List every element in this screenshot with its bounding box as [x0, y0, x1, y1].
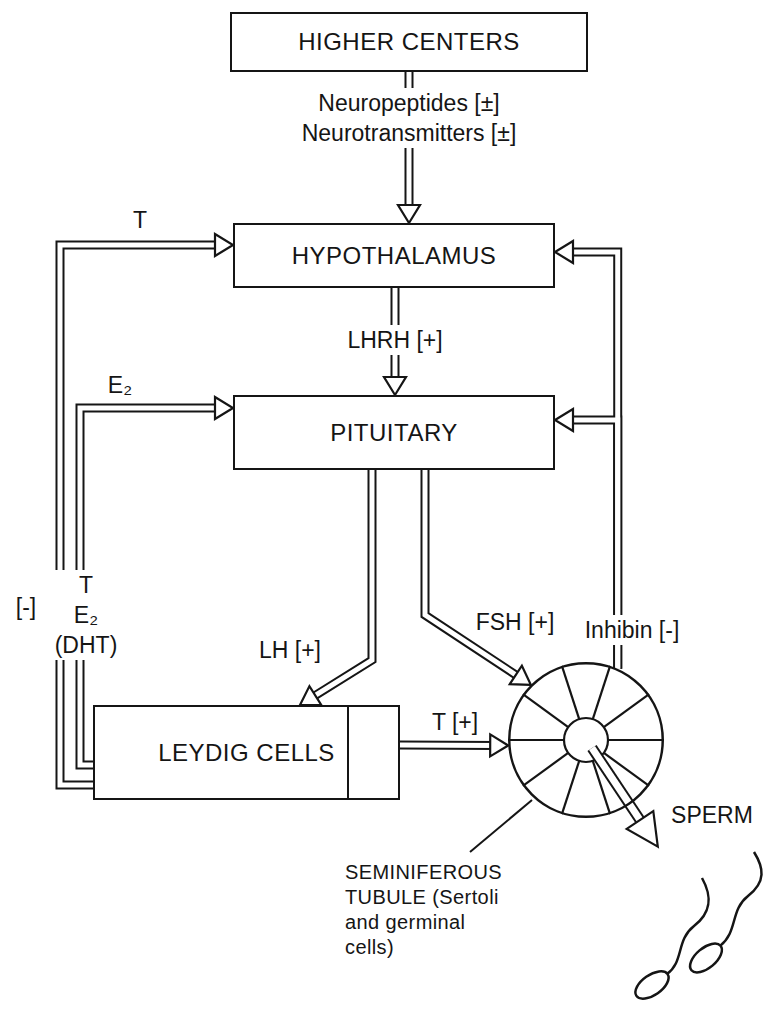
- connector-outlines: [60, 72, 618, 785]
- box-title: HIGHER CENTERS: [298, 28, 520, 56]
- signal-label: E₂: [104, 370, 136, 400]
- arrowhead: [384, 377, 406, 395]
- cell-divider: [347, 707, 350, 798]
- arrowheads: [215, 205, 573, 756]
- arrow-core: [308, 470, 372, 700]
- segment-line: [523, 694, 568, 727]
- product-label: SPERM: [667, 800, 757, 830]
- leader-line: [470, 800, 532, 852]
- hollow-arrow: [400, 741, 498, 750]
- hormone-label: Inhibin [-]: [581, 615, 684, 645]
- segment-line: [593, 666, 610, 719]
- hormone-label: (DHT): [50, 630, 122, 660]
- tubule-wall: [509, 663, 663, 817]
- hormone-label: E₂: [50, 600, 122, 630]
- brain-box: HIGHER CENTERS: [230, 12, 588, 72]
- tubule-segments: [508, 666, 664, 814]
- arrow-core: [565, 252, 618, 669]
- signal-label: T: [129, 205, 151, 235]
- sign-label: [-]: [12, 592, 40, 622]
- signal-label: FSH [+]: [472, 607, 559, 637]
- hollow-arrow: [308, 470, 372, 700]
- segment-line: [608, 739, 664, 741]
- segment-line: [562, 761, 579, 814]
- segment-line: [562, 666, 579, 719]
- sperm-head: [685, 938, 727, 978]
- segment-line: [604, 694, 649, 727]
- box-title: LEYDIG CELLS: [158, 739, 335, 767]
- arrow-core: [592, 748, 642, 823]
- tubule-circle: SEMINIFEROUS TUBULE (Sertoli and germina…: [508, 662, 664, 818]
- arrowhead: [510, 666, 531, 685]
- signal-label: LHRH [+]: [343, 325, 446, 355]
- segment-line: [523, 753, 568, 786]
- hollow-arrow: [425, 470, 522, 679]
- box-title: HYPOTHALAMUS: [292, 242, 497, 270]
- arrowhead: [555, 409, 573, 431]
- hollow-arrow: [60, 245, 223, 785]
- sperm-tail: [720, 852, 762, 946]
- arrowhead: [627, 811, 658, 847]
- hypothalamus-box: HYPOTHALAMUS: [233, 223, 555, 288]
- arrowhead: [215, 234, 233, 256]
- hormone-label: T: [50, 570, 122, 600]
- leydig-box: LEYDIG CELLS: [93, 705, 400, 800]
- tubule-outline: [508, 662, 664, 818]
- arrow-shaft: [592, 748, 642, 823]
- signal-label: LH [+]: [255, 635, 325, 665]
- arrow-core: [400, 743, 498, 748]
- arrowhead: [490, 734, 508, 756]
- structure-label: SEMINIFEROUS TUBULE (Sertoli and germina…: [345, 860, 513, 960]
- connector-cores: [60, 72, 618, 785]
- signal-label: T [+]: [428, 707, 482, 737]
- pituitary-box: PITUITARY: [233, 395, 555, 470]
- arrow-core: [425, 470, 522, 679]
- arrowhead: [300, 686, 321, 705]
- sperm-figure: [631, 852, 762, 1004]
- arrowhead: [398, 205, 420, 223]
- box-title: PITUITARY: [330, 419, 458, 447]
- hollow-arrow: [565, 252, 618, 669]
- sperm-head: [631, 966, 674, 1004]
- signal-label: Neuropeptides [±] Neurotransmitters [±]: [284, 88, 534, 148]
- sperm-release-arrow: [592, 748, 658, 847]
- segment-line: [508, 739, 564, 741]
- arrowhead: [215, 397, 233, 419]
- arrowhead: [555, 241, 573, 263]
- arrow-core: [60, 245, 223, 785]
